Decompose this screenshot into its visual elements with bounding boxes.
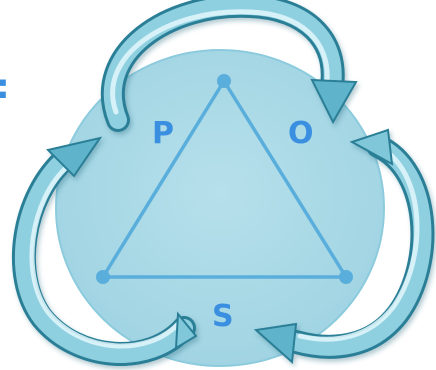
label-s: S (212, 299, 234, 334)
label-o: O (288, 116, 314, 151)
left-edge-colon: : (0, 67, 10, 107)
vertex-dot-right (339, 270, 353, 284)
vertex-dot-left (96, 270, 110, 284)
vertex-dot-top (217, 74, 231, 88)
label-p: P (152, 116, 174, 151)
